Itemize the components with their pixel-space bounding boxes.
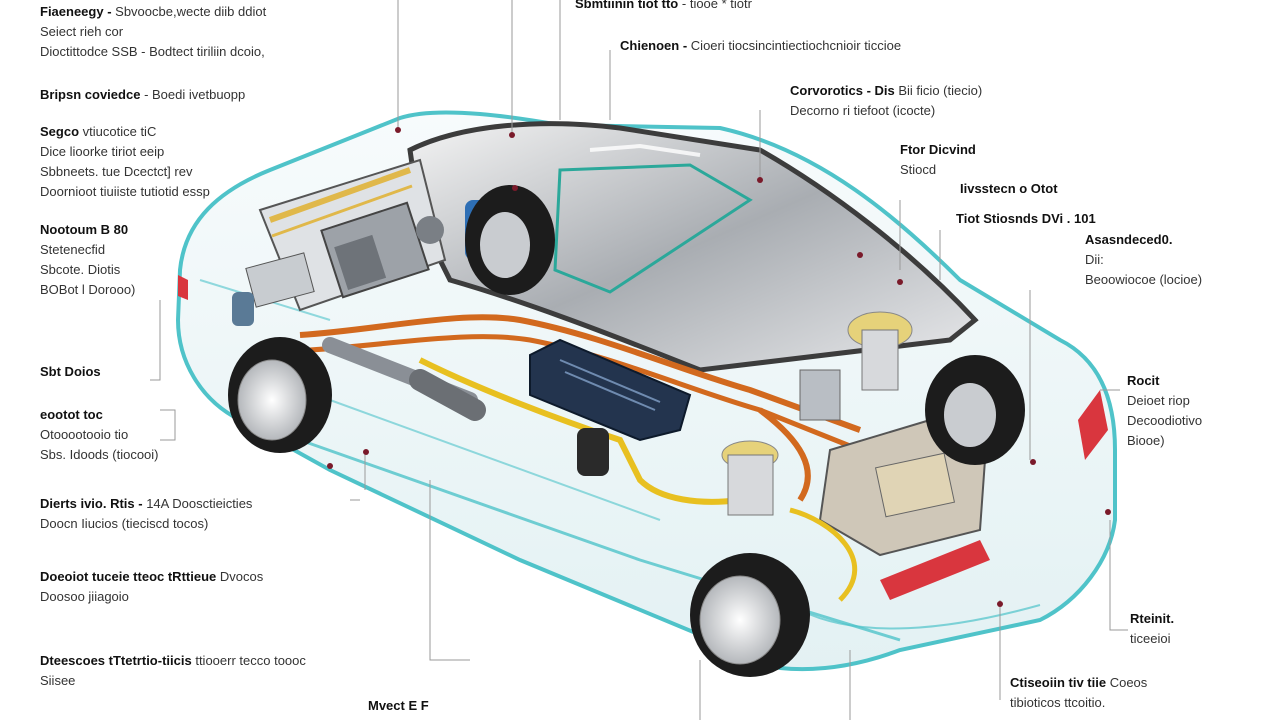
callout-r8: Ctiseoiin tiv tiie Coeos tibioticos ttco…: [1010, 673, 1147, 713]
callout-r3: Iivsstecn o Otot: [960, 179, 1058, 199]
callout-tl8: Doeoiot tuceie tteoc tRttieue Dvocos Doo…: [40, 567, 263, 607]
callout-line: Sbs. Idoods (tiocooi): [40, 447, 159, 462]
callout-line: Doosoo jiiagoio: [40, 589, 129, 604]
callout-line: ticeeioi: [1130, 631, 1171, 646]
callout-title: Sbmtiinin tiot tto: [575, 0, 679, 11]
callout-line: Doocn Iiucios (tieciscd tocos): [40, 516, 209, 531]
callout-b1: Mvect E F: [368, 696, 429, 716]
rear-left-wheel: [690, 553, 810, 677]
callout-tl1: Fiaeneegy - Sbvoocbe,wecte diib ddiot Se…: [40, 2, 266, 62]
callout-title: Doeoiot tuceie tteoc tRttieue: [40, 569, 217, 584]
callout-line: Decorno ri tiefoot (icocte): [790, 103, 936, 118]
callout-title: Asasndeced0.: [1085, 232, 1173, 247]
callout-line: - tiooe * tiotr: [681, 0, 752, 11]
fuel-line: [418, 357, 741, 505]
callout-line: Sbcote. Diotis: [40, 262, 121, 277]
callout-tl2: Bripsn coviedce - Boedi ivetbuopp: [40, 85, 245, 105]
callout-line: - Boedi ivetbuopp: [144, 87, 246, 102]
callout-line: Stetenecfid: [40, 242, 106, 257]
callout-line: Sbvoocbe,wecte diib ddiot: [115, 4, 267, 19]
front-left-wheel: [228, 337, 332, 453]
callout-r1: Corvorotics - Dis Bii ficio (tiecio) Dec…: [790, 81, 982, 121]
callout-line: Stiocd: [900, 162, 937, 177]
callout-t2: Chienoen - Cioeri tiocsincintiectiochcni…: [620, 36, 901, 56]
callout-title: Bripsn coviedce: [40, 87, 141, 102]
callout-line: Dioctittodce SSB - Bodtect tiriliin dcoi…: [40, 44, 265, 59]
callout-title: eootot toc: [40, 407, 103, 422]
callout-r2: Ftor Dicvind Stiocd: [900, 140, 976, 180]
callout-title: Sbt Doios: [40, 364, 101, 379]
callout-line: Dice lioorke tiriot eeip: [40, 144, 165, 159]
rear-side-light: [1078, 390, 1108, 460]
callout-tl7: Dierts ivio. Rtis - 14A Doosctieicties D…: [40, 494, 252, 534]
callout-line: Otooootooio tio: [40, 427, 129, 442]
callout-title: Ctiseoiin tiv tiie: [1010, 675, 1107, 690]
callout-line: Dvocos: [219, 569, 264, 584]
front-side-mirror: [232, 292, 254, 326]
callout-line: Seiect rieh cor: [40, 24, 124, 39]
callout-line: Biooe): [1127, 433, 1165, 448]
callout-r6: Rocit Deioet riop Decoodiotivo Biooe): [1127, 371, 1202, 451]
callout-line: Dii:: [1085, 252, 1104, 267]
front-marker-light: [178, 275, 188, 300]
callout-line: Cioeri tiocsincintiectiochcnioir ticcioe: [690, 38, 902, 53]
callout-line: tibioticos ttcoitio.: [1010, 695, 1106, 710]
rear-tail-light: [880, 540, 990, 600]
callout-dots: [327, 127, 1111, 607]
callout-tl3: Segco vtiucotice tiC Dice lioorke tiriot…: [40, 122, 210, 202]
battery-pack: [529, 338, 692, 442]
callout-title: Iivsstecn o Otot: [960, 181, 1058, 196]
rear-right-wheel: [925, 355, 1025, 465]
front-right-wheel: [465, 185, 555, 295]
callout-title: Segco: [40, 124, 80, 139]
callout-line: Coeos: [1109, 675, 1148, 690]
callout-tl4: Nootoum B 80 Stetenecfid Sbcote. Diotis …: [40, 220, 135, 300]
callout-title: Rocit: [1127, 373, 1160, 388]
rear-drivetrain: [721, 311, 987, 602]
callout-line: BOBot l Dorooo): [40, 282, 136, 297]
exhaust-system: [299, 314, 862, 502]
callout-title: Dteescoes tTtetrtio-tiicis: [40, 653, 192, 668]
front-engine: [245, 158, 487, 312]
callout-r4: Tiot Stiosnds DVi . 101: [956, 209, 1096, 229]
leader-lines: [150, 0, 1128, 720]
callout-line: vtiucotice tiC: [82, 124, 157, 139]
callout-line: Bii ficio (tiecio): [898, 83, 983, 98]
callout-title: Nootoum B 80: [40, 222, 129, 237]
callout-line: Siisee: [40, 673, 76, 688]
callout-line: Decoodiotivo: [1127, 413, 1203, 428]
callout-tl6: eootot toc Otooootooio tio Sbs. Idoods (…: [40, 405, 159, 465]
callout-t1: Sbmtiinin tiot tto - tiooe * tiotr: [575, 0, 752, 14]
callout-tl9: Dteescoes tTtetrtio-tiicis ttiooerr tecc…: [40, 651, 306, 691]
callout-title: Chienoen -: [620, 38, 688, 53]
callout-r5: Asasndeced0. Dii: Beoowiocoe (locioe): [1085, 230, 1202, 290]
callout-r7: Rteinit. ticeeioi: [1130, 609, 1174, 649]
callout-title: Dierts ivio. Rtis -: [40, 496, 143, 511]
callout-title: Fiaeneegy -: [40, 4, 112, 19]
callout-title: Rteinit.: [1130, 611, 1175, 626]
callout-title: Mvect E F: [368, 698, 429, 713]
callout-title: Tiot Stiosnds DVi . 101: [956, 211, 1096, 226]
callout-title: Corvorotics - Dis: [790, 83, 895, 98]
car-roof-glass: [407, 121, 979, 373]
callout-line: ttiooerr tecco toooc: [195, 653, 306, 668]
callout-title: Ftor Dicvind: [900, 142, 976, 157]
callout-line: Sbbneets. tue Dcectct] rev: [40, 164, 193, 179]
callout-line: Doornioot tiuiiste tutiotid essp: [40, 184, 210, 199]
callout-line: 14A Doosctieicties: [146, 496, 253, 511]
callout-line: Deioet riop: [1127, 393, 1190, 408]
callout-line: Beoowiocoe (locioe): [1085, 272, 1203, 287]
callout-tl5: Sbt Doios: [40, 362, 101, 382]
